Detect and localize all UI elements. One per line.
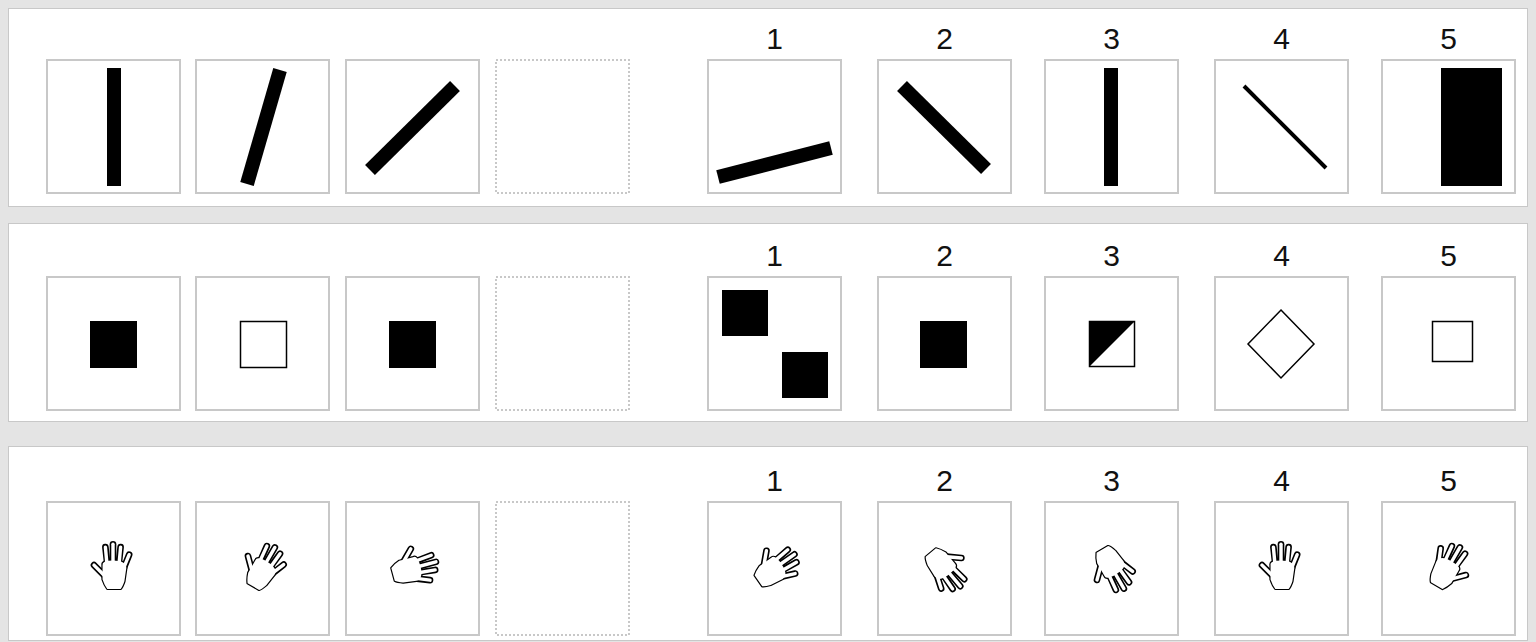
option-number: 3 bbox=[1103, 23, 1120, 55]
option-number: 5 bbox=[1440, 465, 1457, 497]
option-number: 3 bbox=[1103, 240, 1120, 272]
option-number: 3 bbox=[1103, 465, 1120, 497]
row-panel bbox=[9, 224, 1528, 422]
option-number: 1 bbox=[766, 240, 783, 272]
row-panel bbox=[9, 9, 1528, 207]
option-number: 2 bbox=[936, 23, 953, 55]
option-number: 2 bbox=[936, 465, 953, 497]
option-number: 4 bbox=[1273, 465, 1290, 497]
bar-figures bbox=[114, 68, 1326, 186]
row-panel bbox=[9, 447, 1528, 641]
option-number: 5 bbox=[1440, 23, 1457, 55]
bar-figure bbox=[1441, 68, 1502, 186]
option-number: 4 bbox=[1273, 240, 1290, 272]
option-number: 4 bbox=[1273, 23, 1290, 55]
option-number: 1 bbox=[766, 465, 783, 497]
option-number: 1 bbox=[766, 23, 783, 55]
square-figures bbox=[90, 290, 1473, 398]
option-number: 2 bbox=[936, 240, 953, 272]
hand-figures bbox=[94, 538, 1476, 598]
option-number: 5 bbox=[1440, 240, 1457, 272]
cells bbox=[47, 60, 1515, 635]
